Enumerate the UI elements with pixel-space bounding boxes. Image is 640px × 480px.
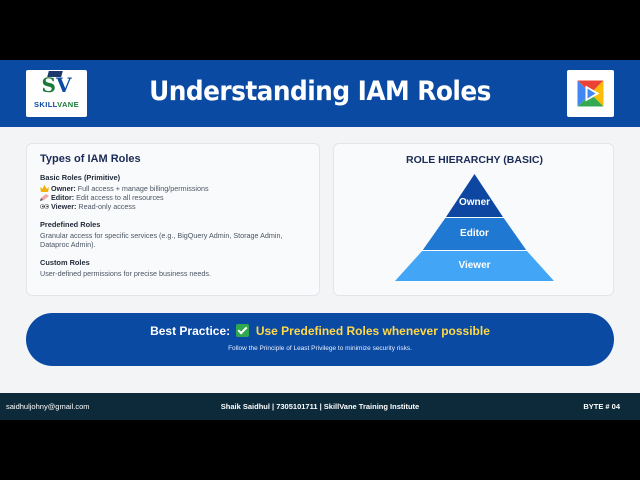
pencil-icon [40,194,49,201]
pyramid-tier-owner [446,174,503,217]
skillvane-logo: SV SKILLVANE [26,70,87,117]
best-practice-sub: Follow the Principle of Least Privilege … [228,345,412,352]
footer-contact: Shaik Saidhul | 7305101711 | SkillVane T… [220,402,420,411]
basic-roles-heading: Basic Roles (Primitive) [40,173,121,182]
editor-label: Editor: [51,193,75,202]
predefined-desc: Granular access for specific services (e… [40,231,283,249]
predefined-heading: Predefined Roles [40,220,101,229]
custom-heading: Custom Roles [40,258,90,267]
logo-monogram: SV [41,73,72,97]
viewer-label: Viewer: [51,202,77,211]
footer-byte: BYTE # 04 [583,402,620,411]
cloud-product-icon [567,70,614,117]
footer-bar: saidhuljohny@gmail.com Shaik Saidhul | 7… [0,393,640,420]
viewer-line: Viewer: Read-only access [39,202,136,211]
owner-line: Owner: Full access + manage billing/perm… [40,184,209,193]
pyramid-diagram [395,174,554,281]
types-title: Types of IAM Roles [40,153,141,165]
hierarchy-card: ROLE HIERARCHY (BASIC) Owner Editor View… [333,143,614,296]
owner-desc: Full access + manage billing/permissions [75,184,209,193]
editor-line: Editor: Edit access to all resources [40,193,164,202]
types-card: Types of IAM Roles Basic Roles (Primitiv… [26,143,320,296]
crown-icon [40,185,49,192]
best-practice-label: Best Practice: [150,324,231,338]
best-practice-line: Best Practice: Use Predefined Roles when… [26,324,614,338]
header-bar: SV SKILLVANE Understanding IAM Roles [0,60,640,127]
hierarchy-title: ROLE HIERARCHY (BASIC) [406,154,543,166]
eyes-icon [39,204,49,209]
checkmark-icon [236,324,250,337]
slide: SV SKILLVANE Understanding IAM Roles Typ… [0,60,640,420]
best-practice-highlight: Use Predefined Roles whenever possible [255,324,490,338]
pyramid-tier-viewer [395,251,554,281]
page-title: Understanding IAM Roles [149,76,491,107]
logo-wordmark: SKILLVANE [34,100,79,109]
custom-desc: User-defined permissions for precise bus… [40,269,211,278]
tier-viewer-label: Viewer [458,260,491,271]
owner-label: Owner: [51,184,76,193]
viewer-desc: Read-only access [76,202,136,211]
tier-owner-label: Owner [458,197,491,208]
footer-email: saidhuljohny@gmail.com [6,402,90,411]
tier-editor-label: Editor [460,228,489,239]
editor-desc: Edit access to all resources [74,193,164,202]
best-practice-banner: Best Practice: Use Predefined Roles when… [26,313,614,366]
pyramid-tier-editor [422,218,527,250]
